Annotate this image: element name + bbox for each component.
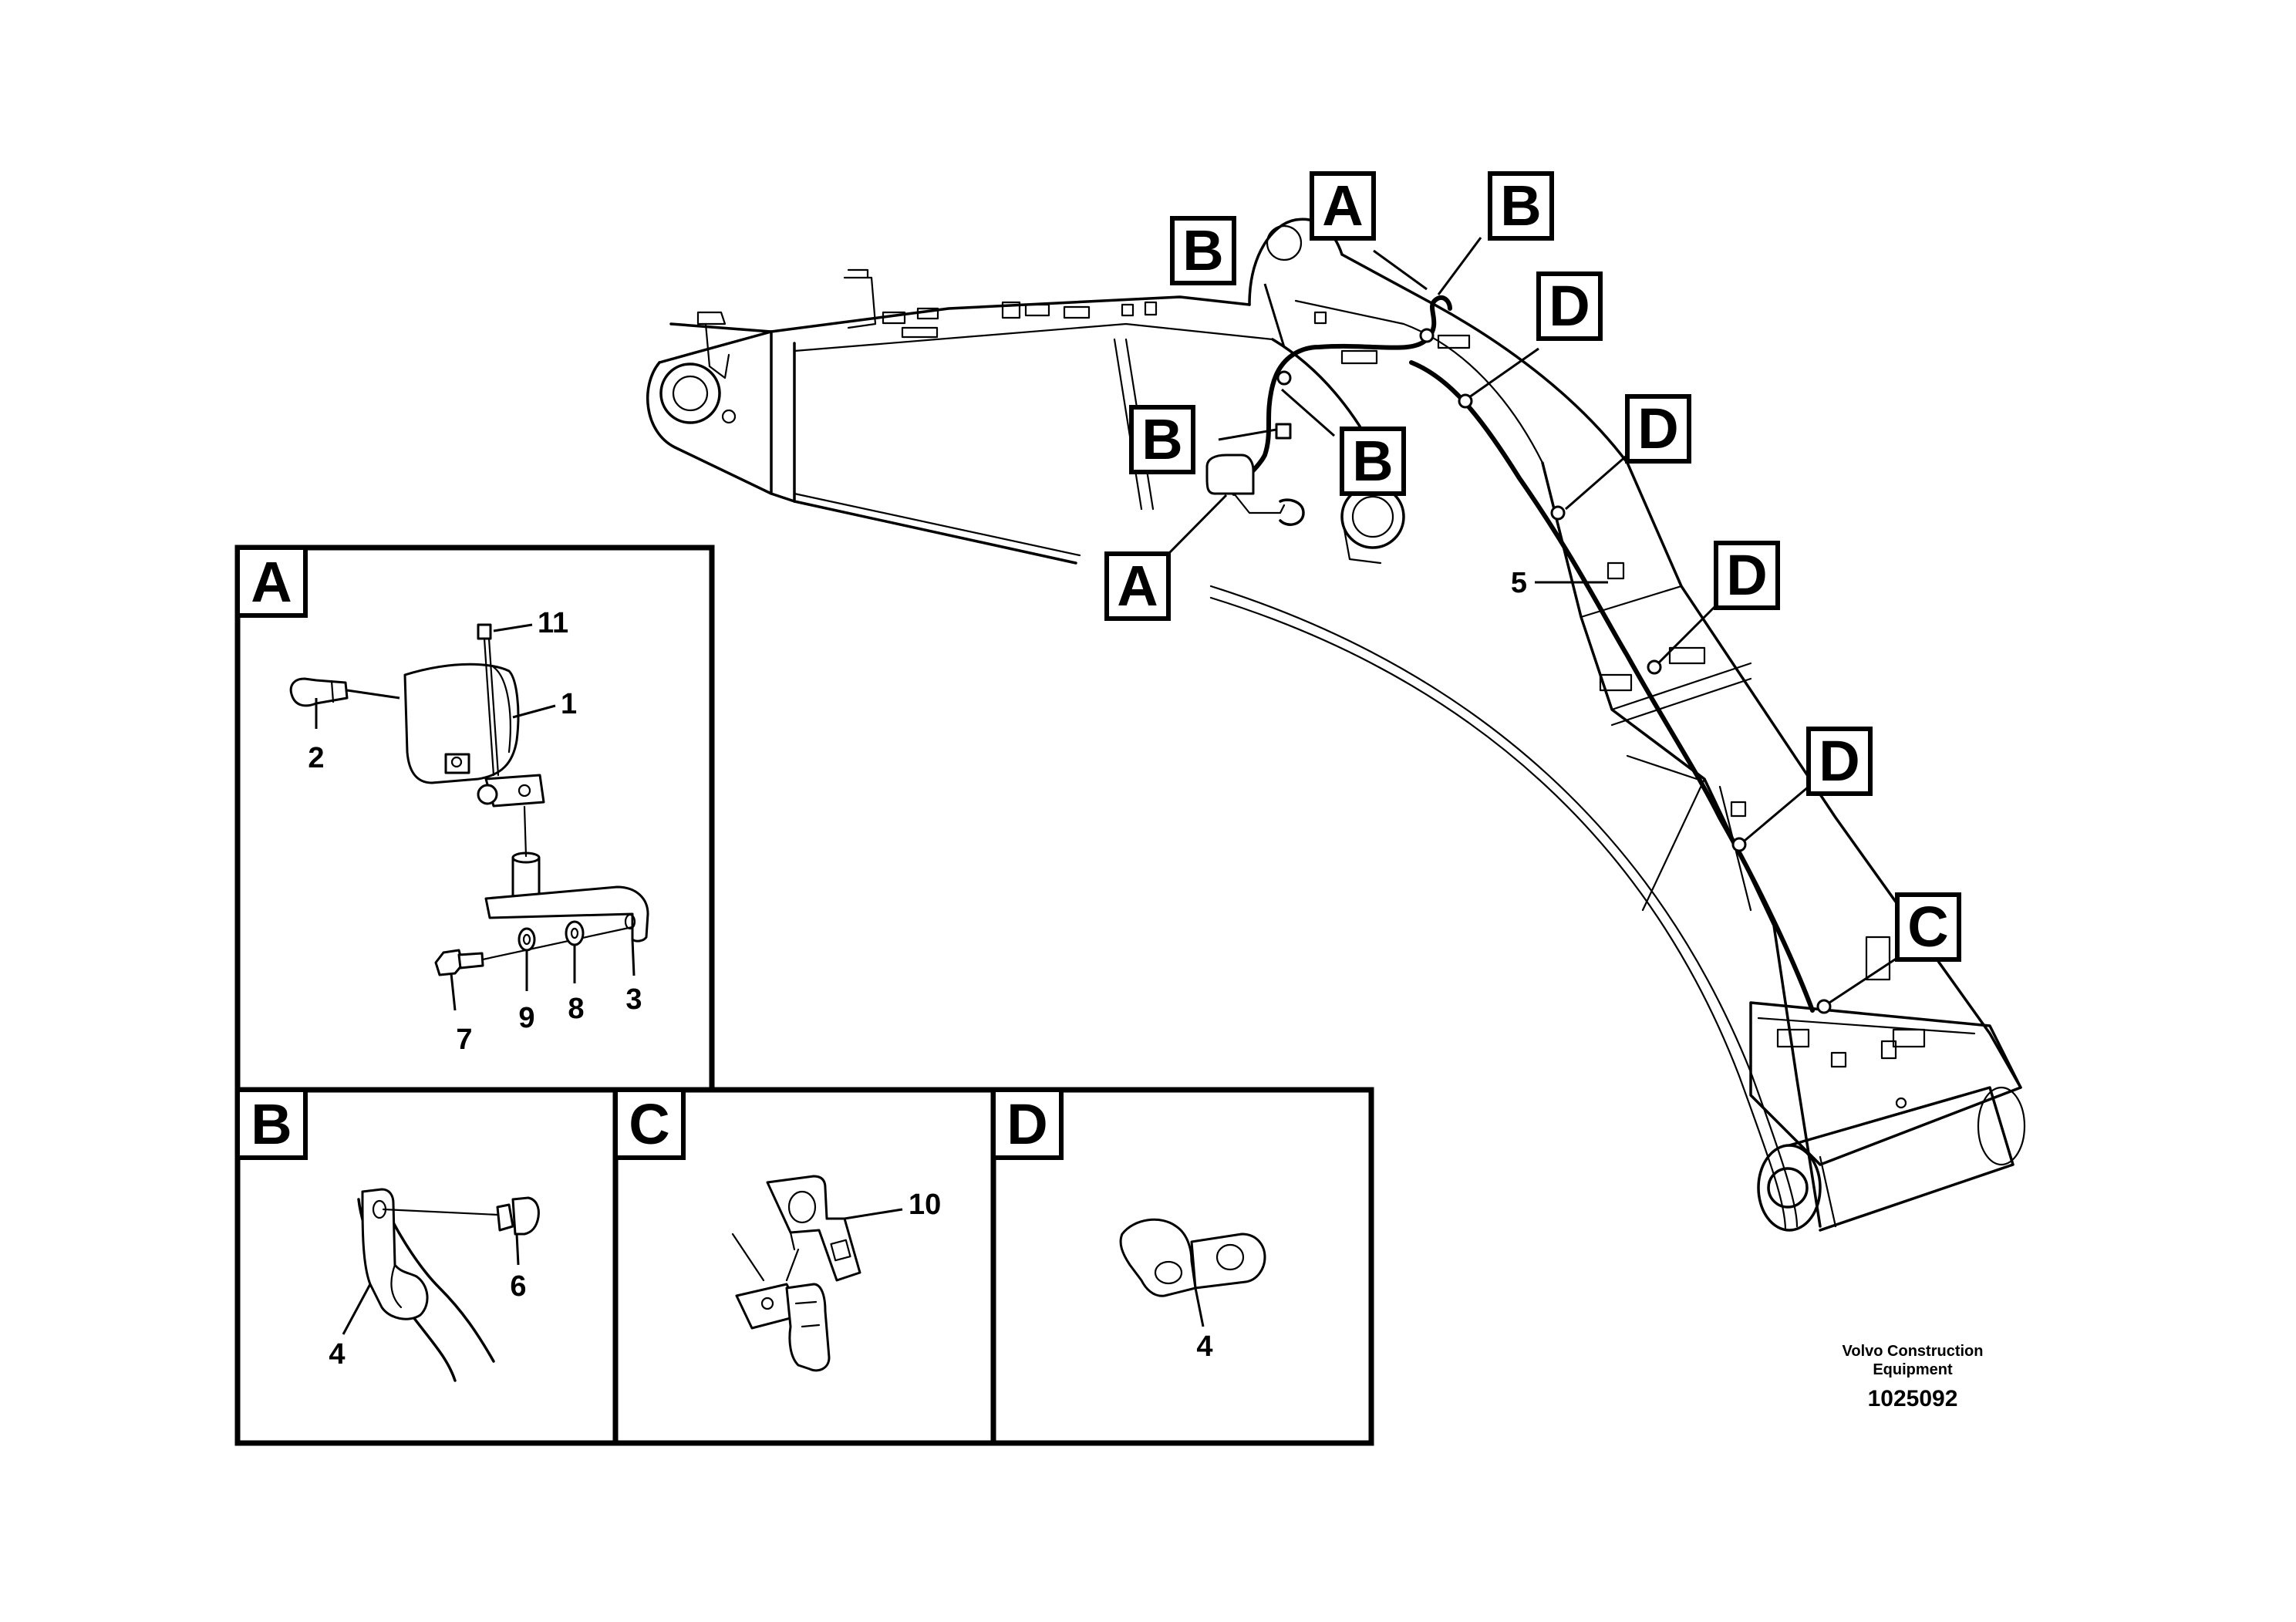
panel-a-part-8: 8 (568, 993, 584, 1025)
svg-text:B: B (1141, 407, 1182, 471)
svg-text:B: B (1352, 429, 1393, 493)
company-name-line1: Volvo Construction (1843, 1343, 1984, 1360)
callout-d-1: D (1536, 271, 1603, 341)
main-callouts: A B B D B B D A (1104, 171, 1961, 1004)
part-label-5: 5 (1511, 567, 1527, 599)
svg-text:D: D (1819, 729, 1859, 793)
callout-a-lower: A (1104, 551, 1171, 621)
panel-a-part-11: 11 (538, 607, 568, 639)
panel-b-part-4: 4 (329, 1338, 345, 1371)
detail-panel-b: B 6 4 (234, 1087, 619, 1446)
svg-text:D: D (1637, 396, 1678, 460)
svg-text:D: D (1726, 543, 1767, 607)
panel-a-part-1: 1 (561, 688, 577, 720)
callout-d-2: D (1625, 394, 1691, 464)
svg-text:B: B (1182, 218, 1223, 282)
detail-panel-a: A (234, 545, 715, 1093)
boom-illustration (646, 218, 2026, 1232)
panel-d-tag: D (1006, 1092, 1047, 1156)
panel-a-part-9: 9 (518, 1002, 534, 1034)
drawing-footer: Volvo Construction Equipment 1025092 (1843, 1343, 1984, 1411)
panel-a-part-2: 2 (308, 742, 324, 774)
panel-a-part-7: 7 (456, 1023, 472, 1056)
panel-c-part-10: 10 (909, 1189, 941, 1221)
panel-b-tag: B (251, 1092, 292, 1156)
callout-a-top: A (1310, 171, 1376, 241)
callout-b-lower: B (1340, 427, 1406, 496)
panel-a-part-3: 3 (625, 983, 642, 1016)
callout-b-left: B (1170, 216, 1236, 285)
svg-text:B: B (1500, 174, 1541, 238)
callout-d-4: D (1806, 727, 1873, 796)
detail-panel-d: D 4 (990, 1087, 1374, 1446)
svg-text:A: A (1322, 174, 1363, 238)
panel-a-tag: A (251, 550, 292, 614)
callout-c-main: C (1895, 892, 1961, 962)
callout-b-mid: B (1129, 405, 1195, 474)
svg-text:D: D (1549, 274, 1590, 338)
callout-b-top: B (1488, 171, 1554, 241)
company-name-line2: Equipment (1873, 1361, 1953, 1378)
drawing-number: 1025092 (1868, 1386, 1958, 1411)
svg-text:A: A (1117, 554, 1158, 618)
callout-d-3: D (1714, 541, 1780, 610)
detail-panel-c: C 10 (612, 1087, 996, 1446)
panel-b-part-6: 6 (510, 1270, 526, 1303)
panel-c-tag: C (629, 1092, 669, 1156)
svg-text:C: C (1907, 895, 1948, 959)
panel-d-part-4: 4 (1196, 1330, 1212, 1363)
